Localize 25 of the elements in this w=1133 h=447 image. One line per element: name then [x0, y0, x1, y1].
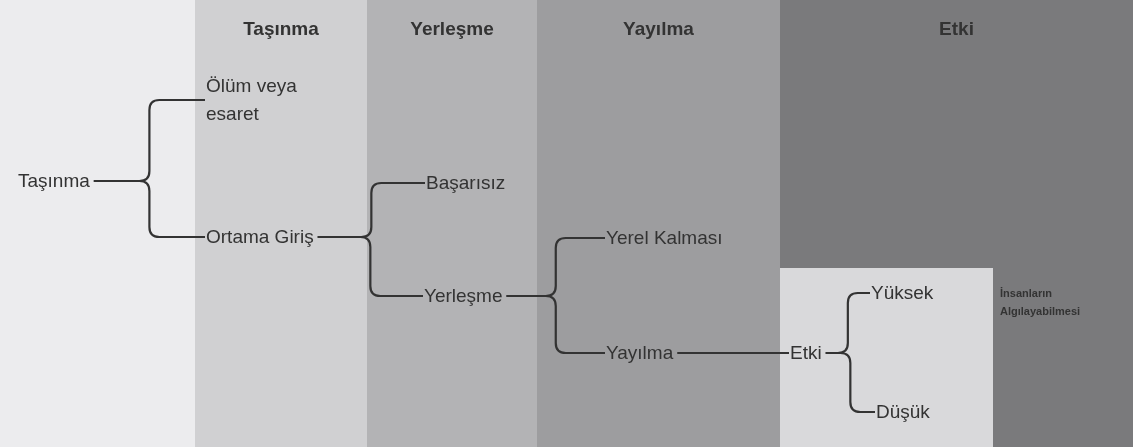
stage-column: [537, 0, 780, 447]
tree-label: Ortama Giriş: [206, 223, 314, 251]
tree-label: Yüksek: [871, 279, 934, 307]
tree-label: Düşük: [876, 398, 930, 426]
tree-label: Yayılma: [606, 339, 674, 367]
bracket-connector: [317, 235, 423, 298]
column-heading: Etki: [938, 18, 975, 40]
column-heading: Yayılma: [622, 18, 695, 40]
bracket-connector: [677, 351, 789, 355]
column-heading: Yerleşme: [409, 18, 495, 40]
stage-column: [195, 0, 367, 447]
column-heading: Taşınma: [242, 18, 320, 40]
stage-column: [367, 0, 537, 447]
bracket-connector: [93, 179, 205, 239]
tree-label: Yerel Kalması: [606, 224, 723, 252]
side-note: İnsanların Algılayabilmesi: [1000, 286, 1082, 319]
tree-label: Taşınma: [18, 167, 90, 195]
bracket-connector: [825, 351, 875, 414]
tree-label: Ölüm veya esaret: [206, 72, 331, 128]
tree-label: Yerleşme: [424, 282, 503, 310]
tree-label: Etki: [790, 339, 822, 367]
bracket-connector: [506, 294, 605, 355]
highlight-panel: [780, 268, 993, 447]
stage-column: [780, 0, 1133, 447]
tree-label: Başarısız: [426, 169, 506, 197]
